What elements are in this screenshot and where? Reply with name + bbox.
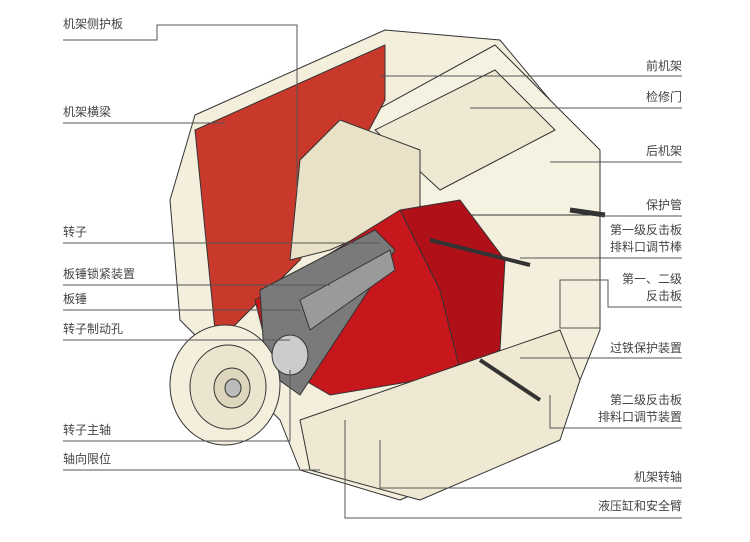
label-frame-pivot: 机架转轴 xyxy=(633,470,682,484)
label-tramp-iron-protection: 过铁保护装置 xyxy=(609,341,682,355)
label-front-frame: 前机架 xyxy=(645,59,682,73)
label-frame-crossbeam: 机架横梁 xyxy=(63,105,112,119)
label-first-apron-adjust: 第一级反击板排料口调节棒 xyxy=(610,222,682,256)
impact-plates xyxy=(399,199,506,371)
label-hydraulic-cylinder: 液压缸和安全臂 xyxy=(597,499,682,513)
label-axial-limit: 轴向限位 xyxy=(63,452,112,466)
label-second-apron-adjust: 第二级反击板排料口调节装置 xyxy=(598,392,682,426)
label-rotor: 转子 xyxy=(63,225,88,239)
label-protection-pipe: 保护管 xyxy=(645,198,682,212)
label-apron-plates: 第一、二级反击板 xyxy=(622,271,682,305)
label-rotor-brake-hole: 转子制动孔 xyxy=(63,322,124,336)
label-line-2: 排料口调节装置 xyxy=(597,410,682,424)
label-line-1: 第二级反击板 xyxy=(609,393,682,407)
label-blow-bar: 板锤 xyxy=(63,292,88,306)
label-line-1: 第一、二级 xyxy=(621,272,682,286)
label-line-2: 反击板 xyxy=(645,289,682,303)
rotor-shaft-hub xyxy=(271,334,309,376)
leader-lines xyxy=(63,24,682,519)
label-inspection-door: 检修门 xyxy=(645,90,682,104)
label-frame-side-guard: 机架侧护板 xyxy=(63,17,124,31)
label-line-2: 排料口调节棒 xyxy=(609,240,682,254)
label-rear-frame: 后机架 xyxy=(645,144,682,158)
label-line-1: 第一级反击板 xyxy=(609,223,682,237)
label-blow-bar-lock: 板锤锁紧装置 xyxy=(63,267,136,281)
label-rotor-shaft: 转子主轴 xyxy=(63,423,112,437)
